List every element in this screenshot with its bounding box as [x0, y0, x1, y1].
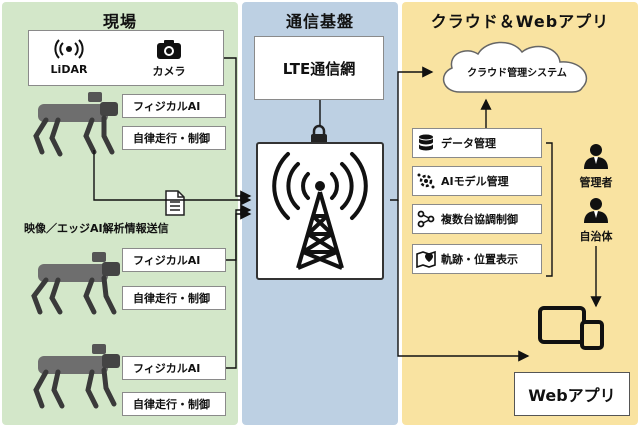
- cloud-management-system: クラウド管理システム: [434, 36, 600, 98]
- document-icon: [164, 190, 186, 220]
- sensor-label: カメラ: [152, 65, 186, 78]
- function-ai-model-management: AIモデル管理: [412, 166, 542, 196]
- robot-1-autonomous: 自律走行・制御: [122, 126, 226, 150]
- cloud-system-label: クラウド管理システム: [467, 68, 567, 79]
- robot-2-autonomous: 自律走行・制御: [122, 286, 226, 310]
- lte-network-box: LTE通信網: [254, 36, 384, 100]
- user-admin: 管理者: [574, 142, 618, 190]
- sensor-box: LiDAR カメラ: [28, 30, 224, 86]
- cell-tower-icon: [272, 152, 368, 270]
- webapp-box: Webアプリ: [514, 372, 630, 416]
- sensor-lidar: LiDAR: [39, 37, 99, 76]
- robot-1-physical-ai: フィジカルAI: [122, 94, 226, 118]
- person-icon: [584, 198, 608, 223]
- map-pin-icon: [413, 250, 439, 268]
- ai-gear-icon: [413, 172, 439, 190]
- robot-3-autonomous: 自律走行・制御: [122, 392, 226, 416]
- robot-dog-image: [8, 88, 128, 160]
- camera-icon: [139, 37, 199, 61]
- comm-title: 通信基盤: [285, 12, 354, 31]
- robot-2-physical-ai: フィジカルAI: [122, 248, 226, 272]
- function-multi-unit-control: 複数台協調制御: [412, 204, 542, 234]
- function-data-management: データ管理: [412, 128, 542, 158]
- database-icon: [413, 134, 439, 152]
- function-track-position: 軌跡・位置表示: [412, 244, 542, 274]
- radar-icon: [39, 37, 99, 61]
- network-icon: [413, 210, 439, 228]
- site-title: 現場: [102, 12, 137, 31]
- robot-3-physical-ai: フィジカルAI: [122, 356, 226, 380]
- sensor-camera: カメラ: [139, 37, 199, 79]
- devices-icon: [538, 306, 604, 354]
- robot-dog-image: [8, 340, 128, 412]
- cloud-title: クラウド＆Webアプリ: [430, 12, 610, 31]
- user-municipality: 自治体: [574, 196, 618, 244]
- transmission-label: 映像／エッジAI解析情報送信: [24, 222, 169, 235]
- person-icon: [584, 144, 608, 169]
- robot-dog-image: [8, 246, 128, 318]
- cell-tower-box: [256, 142, 384, 280]
- sensor-label: LiDAR: [50, 63, 88, 76]
